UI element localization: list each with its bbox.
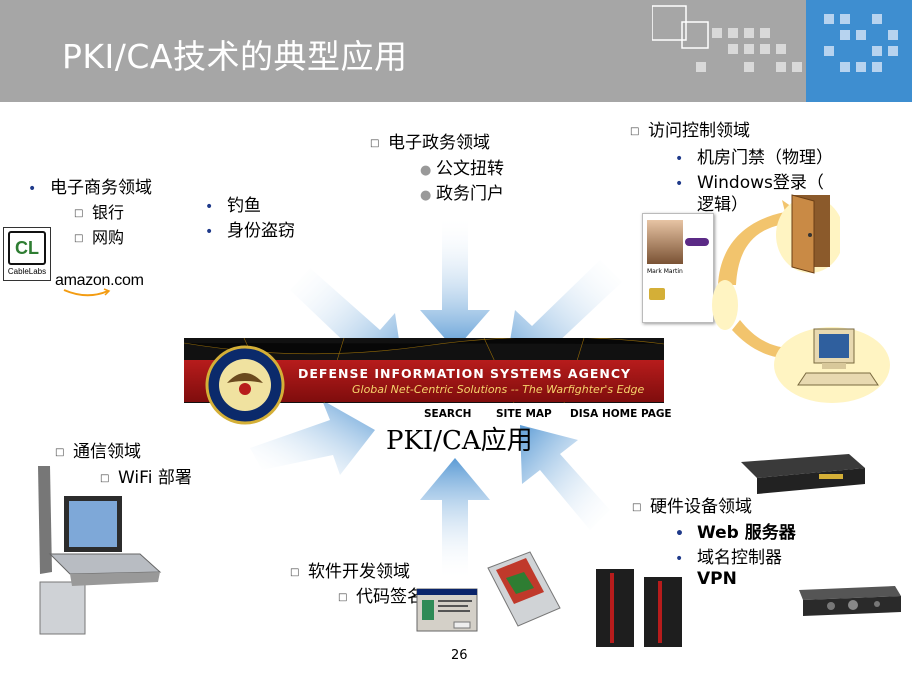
header-bar [0,0,912,102]
page-number: 26 [451,648,468,663]
id-card-image: Mark Martin [642,213,714,323]
desktop-computer-icon [774,327,890,403]
access-item-cont: 逻辑） [697,195,748,215]
ecommerce-item: □银行 [74,203,125,222]
cablelabs-name: CableLabs [7,267,47,276]
egov-item: ●政务门户 [420,184,504,204]
access-heading: □访问控制领域 [630,121,750,141]
hardware-item: •Web 服务器 [675,523,796,543]
id-photo-icon [647,220,683,264]
center-label: PKI/CA应用 [386,426,533,456]
arrow-top-icon [420,215,490,350]
threat-item: •钓鱼 [205,196,261,216]
software-heading: □软件开发领域 [290,562,410,582]
rack-server-icon [741,454,865,494]
amazon-logo: amazon.com [55,272,144,289]
arrow-lower-left-icon [250,400,375,475]
telecom-heading: □通信领域 [55,442,141,462]
card-logo-icon [685,238,709,246]
disa-seal-icon [205,345,285,425]
chip-icon [649,288,665,300]
tower-servers-icon [596,569,682,647]
nav-disa-home-link[interactable]: DISA HOME PAGE [570,408,672,420]
egov-item: ●公文扭转 [420,159,504,179]
banner-title: DEFENSE INFORMATION SYSTEMS AGENCY [298,366,632,381]
page-title: PKI/CA技术的典型应用 [62,37,408,76]
cablelabs-mark: CL [8,231,46,265]
arrow-lower-right-icon [520,425,610,530]
id-card-name: Mark Martin [647,268,683,275]
ecommerce-item: □网购 [74,228,125,247]
banner-subtitle: Global Net-Centric Solutions -- The Warf… [352,383,645,396]
hardware-item: •域名控制器 [675,548,782,568]
telecom-item: □WiFi 部署 [100,468,192,488]
ecommerce-heading: •电子商务领域 [28,178,152,198]
hardware-item: VPN [697,569,737,589]
decorative-tiles-icon [652,0,912,102]
threat-item: •身份盗窃 [205,221,295,241]
mobile-phone-icon [487,551,561,627]
cablelabs-logo: CL CableLabs [3,227,51,281]
door-icon [776,194,840,274]
settop-box-icon [799,586,901,616]
nav-site-map-link[interactable]: SITE MAP [496,408,552,420]
access-item: •Windows登录（ [675,173,824,193]
egov-heading: □电子政务领域 [370,133,490,153]
hardware-heading: □硬件设备领域 [632,497,752,517]
arrow-bottom-icon [420,458,490,580]
amazon-smile-icon [63,288,111,297]
software-item: □代码签名 [338,587,424,607]
access-item: •机房门禁（物理） [675,148,833,168]
nav-search-link[interactable]: SEARCH [424,408,472,420]
bubble-icon [712,280,738,330]
laptop-kiosk-icon [38,466,162,635]
installer-dialog-icon [416,588,478,632]
